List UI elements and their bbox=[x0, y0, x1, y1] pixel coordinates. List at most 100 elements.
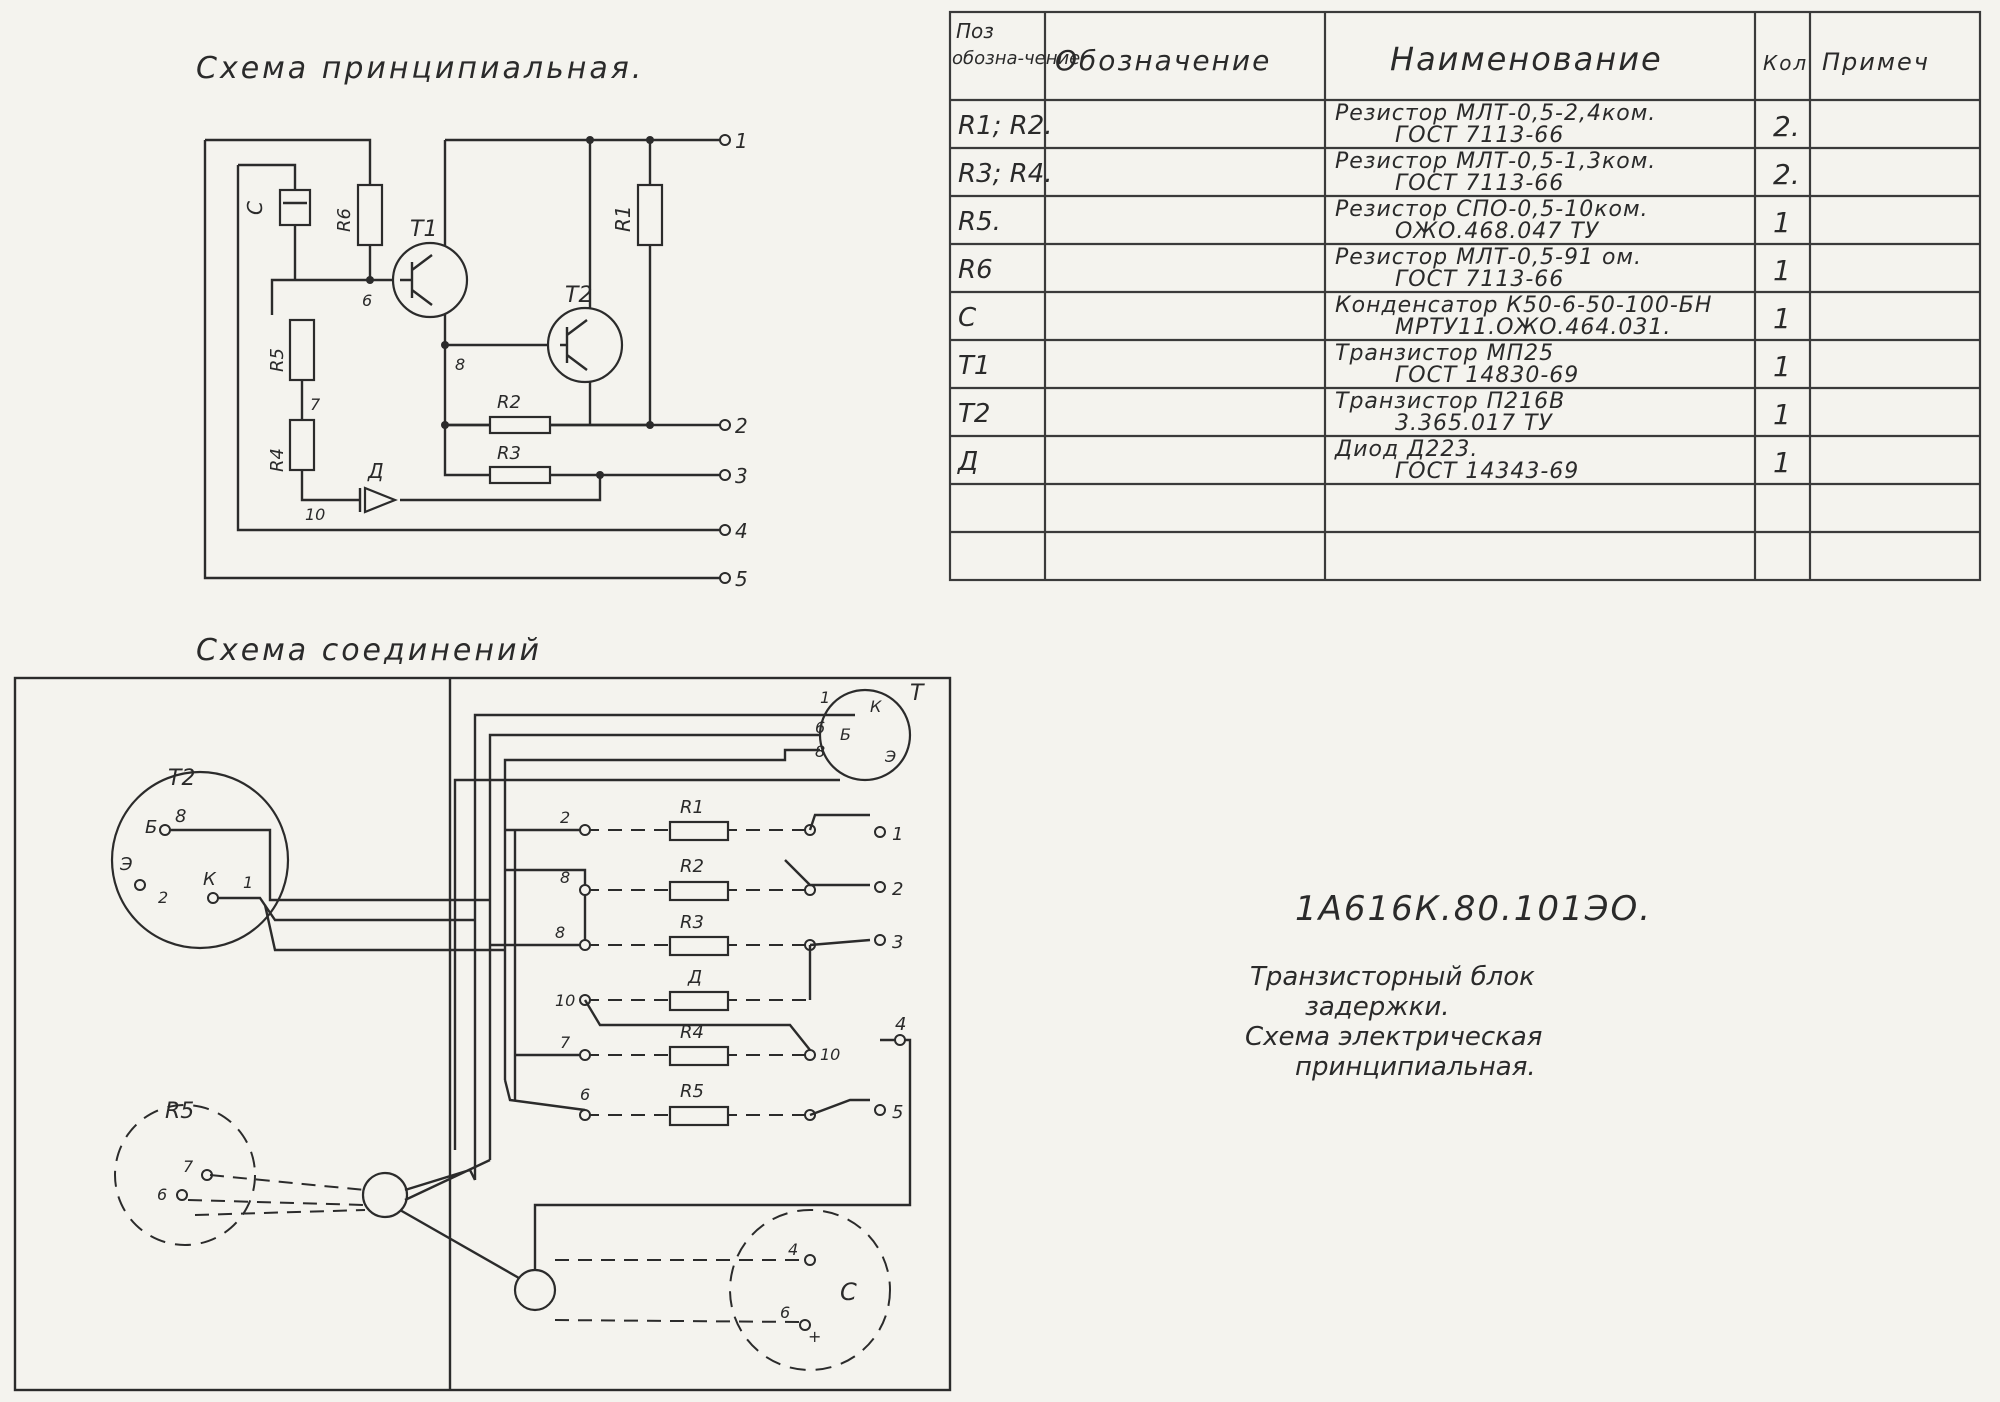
connection-diagram: Схема соединений T2 Б 8 Э 2 К 1 T 1 К 6 … bbox=[13, 633, 952, 1392]
stamp-line-4: принципиальная. bbox=[1295, 1052, 1536, 1082]
terminal-4-wire bbox=[533, 1038, 912, 1270]
wire-bus-5 bbox=[203, 140, 720, 580]
t2-pin-k-dot bbox=[207, 892, 219, 904]
r5-harness bbox=[187, 1174, 366, 1216]
resistor-r2 bbox=[488, 415, 552, 435]
table-header-3: Кол bbox=[1763, 51, 1808, 75]
junction-6 bbox=[366, 276, 374, 284]
resistor-r4 bbox=[288, 418, 316, 472]
transistor-t1-symbol bbox=[400, 254, 433, 306]
t2-pin-2: 2 bbox=[158, 888, 168, 907]
row-4-label: Д bbox=[687, 967, 702, 988]
resistor-r6 bbox=[356, 183, 384, 247]
table-cell-name-1: Резистор МЛТ-0,5-91 ом. bbox=[1335, 245, 1642, 270]
row-1-out bbox=[808, 813, 870, 831]
junction-8 bbox=[441, 341, 449, 349]
t2-pin-b-dot bbox=[159, 824, 171, 836]
table-cell-qty: 1 bbox=[1773, 254, 1791, 287]
label-r3: R3 bbox=[497, 443, 521, 464]
table-header-1: Обозначение bbox=[1055, 44, 1271, 77]
junction-8b bbox=[441, 421, 449, 429]
row-1-label: R1 bbox=[680, 797, 704, 818]
table-cell-qty: 1 bbox=[1773, 350, 1791, 383]
title-block: 1А616К.80.101ЭО. Транзисторный блок заде… bbox=[1245, 889, 1650, 1082]
row-2-out bbox=[784, 859, 870, 887]
c-pin-4-dot bbox=[804, 1254, 816, 1266]
label-t1: T1 bbox=[410, 217, 437, 242]
row-2-right-pin bbox=[804, 884, 816, 896]
terminal-label-4: 4 bbox=[735, 519, 748, 543]
r5-pin-6-dot bbox=[176, 1189, 188, 1201]
c-pin-6-dot bbox=[799, 1319, 811, 1331]
resistor-r1 bbox=[636, 183, 664, 247]
wire-r6-node6 bbox=[270, 245, 372, 315]
label-r6: R6 bbox=[334, 208, 355, 232]
table-cell-name-2: ГОСТ 7113-66 bbox=[1395, 267, 1564, 292]
junction-r1b bbox=[646, 421, 654, 429]
row-2-left: 8 bbox=[560, 868, 570, 887]
stamp-line-1: Транзисторный блок bbox=[1250, 962, 1535, 992]
t2-pin-1: 1 bbox=[243, 873, 253, 892]
label-c: C bbox=[243, 201, 267, 215]
harness-wire-2 bbox=[488, 733, 820, 1160]
table-cell-qty: 1 bbox=[1773, 446, 1791, 479]
label-r1: R1 bbox=[611, 205, 635, 232]
row-1-left-pin bbox=[579, 824, 591, 836]
stamp-line-3: Схема электрическая bbox=[1245, 1022, 1542, 1052]
row-2-resistor bbox=[668, 880, 730, 902]
terminal-1 bbox=[719, 134, 731, 146]
table-cell-name-1: Транзистор МП25 bbox=[1335, 341, 1554, 366]
terminal-2 bbox=[719, 419, 731, 431]
row-2-terminal bbox=[874, 881, 886, 893]
connection-rows: R1 2 1 R2 8 2 R3 8 3 bbox=[490, 797, 912, 1270]
harness-wire-1 bbox=[473, 713, 855, 1180]
table-cell-pos: T2 bbox=[958, 399, 990, 429]
wire-r3 bbox=[443, 425, 600, 477]
wire-top-r6 bbox=[205, 138, 372, 185]
junction-r1 bbox=[646, 136, 654, 144]
terminal-3 bbox=[719, 469, 731, 481]
socket-t1 bbox=[818, 688, 912, 782]
row-3-left: 8 bbox=[555, 923, 565, 942]
row-2-right: 2 bbox=[892, 879, 903, 900]
node-10: 10 bbox=[305, 505, 325, 524]
table-cell-name-2: ГОСТ 14343-69 bbox=[1395, 459, 1579, 484]
wire-diode-bus-3 bbox=[400, 473, 720, 502]
row-3-out bbox=[809, 938, 871, 947]
resistor-r3 bbox=[488, 465, 552, 485]
header-pos-2: обозна-чение bbox=[952, 48, 1080, 69]
terminal-5 bbox=[719, 572, 731, 584]
socket-t2-label: T2 bbox=[168, 766, 195, 791]
capacitor-c bbox=[278, 188, 312, 227]
table-cell-qty: 2. bbox=[1773, 158, 1800, 191]
row-5-right: 10 bbox=[820, 1045, 840, 1064]
row-3-label: R3 bbox=[680, 912, 704, 933]
table-cell-pos: R1; R2. bbox=[958, 111, 1053, 141]
table-cell-name-1: Резистор МЛТ-0,5-1,3ком. bbox=[1335, 149, 1656, 174]
table-frame bbox=[948, 10, 1982, 582]
row-6-left: 6 bbox=[580, 1085, 590, 1104]
t2-pin-k: К bbox=[203, 869, 217, 890]
row-5-right-pin bbox=[804, 1049, 816, 1061]
c-harness bbox=[554, 1259, 805, 1323]
node-8: 8 bbox=[455, 355, 465, 374]
table-cell-pos: R3; R4. bbox=[958, 159, 1053, 189]
principal-title: Схема принципиальная. bbox=[196, 51, 644, 86]
harness-wire-4 bbox=[503, 748, 820, 1080]
r5-potentiometer bbox=[114, 1104, 256, 1246]
row-1-terminal bbox=[874, 826, 886, 838]
table-cell-name-2: ГОСТ 7113-66 bbox=[1395, 123, 1564, 148]
t2-pin-e-dot bbox=[134, 879, 146, 891]
row-5-left: 7 bbox=[560, 1033, 571, 1052]
row-2-wire bbox=[505, 868, 587, 940]
table-cell-name-1: Транзистор П216В bbox=[1335, 389, 1565, 414]
row-5-left-pin bbox=[579, 1049, 591, 1061]
row-1-resistor bbox=[668, 820, 730, 842]
terminal-label-3: 3 bbox=[735, 464, 748, 488]
harness-wire-3 bbox=[453, 778, 840, 1150]
terminal-4-label: 4 bbox=[895, 1014, 906, 1035]
row-3-resistor bbox=[668, 935, 730, 957]
row-6-resistor bbox=[668, 1105, 730, 1127]
row-6-terminal bbox=[874, 1104, 886, 1116]
